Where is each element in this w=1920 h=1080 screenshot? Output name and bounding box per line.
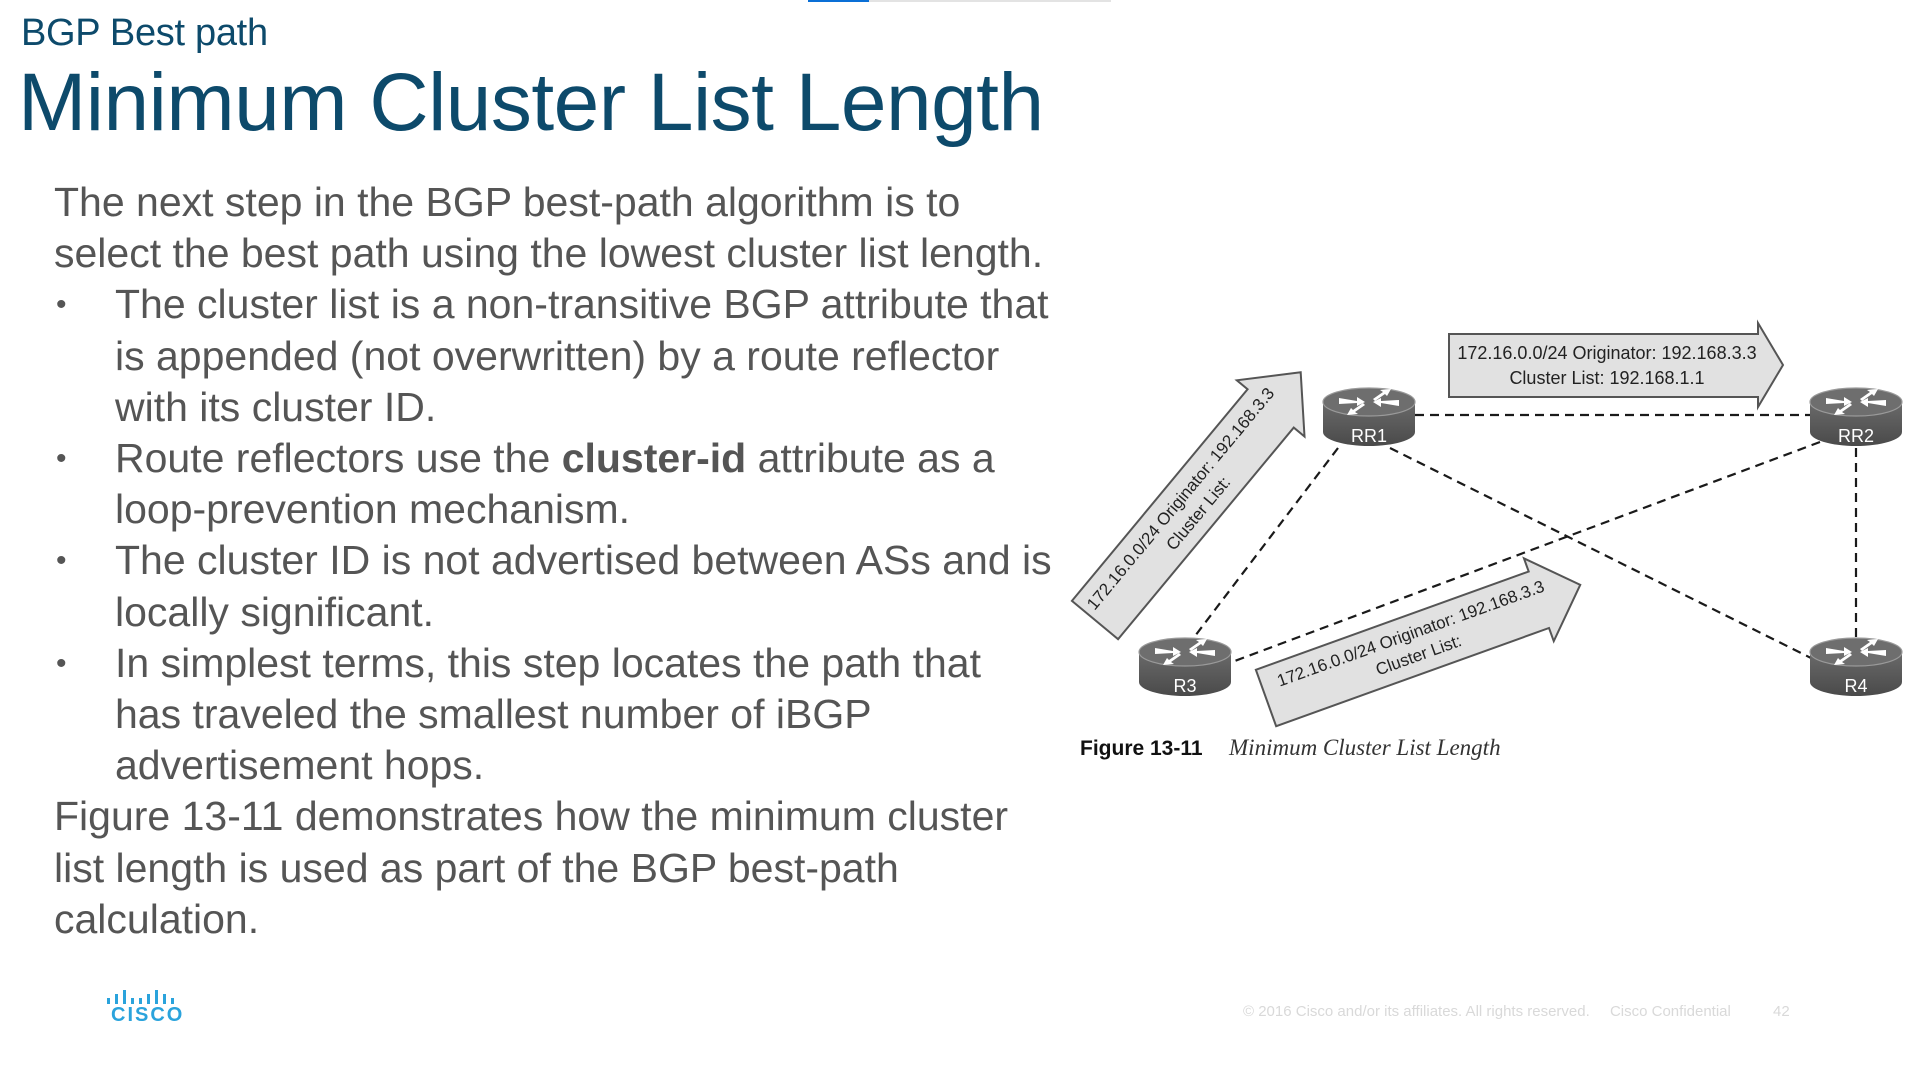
bullet-icon: • <box>56 288 67 322</box>
cisco-bars-icon <box>107 990 174 1004</box>
intro-paragraph: The next step in the BGP best-path algor… <box>54 179 1044 277</box>
arrow-text-line1: 172.16.0.0/24 Originator: 192.168.3.3 <box>1083 384 1278 614</box>
bullet-text: In simplest terms, this step locates the… <box>115 639 981 789</box>
router-r3: R3 <box>1138 637 1232 697</box>
slide-body: The next step in the BGP best-path algor… <box>54 177 1054 945</box>
figure-title: Minimum Cluster List Length <box>1229 735 1501 760</box>
router-r4: R4 <box>1809 637 1903 697</box>
advertisement-arrow-rr1-to-rr2: 172.16.0.0/24 Originator: 192.168.3.3 Cl… <box>1448 319 1785 411</box>
bullet-text: The cluster ID is not advertised between… <box>115 537 1052 635</box>
bullet-icon: • <box>56 646 67 680</box>
bullet-item: • Route reflectors use the cluster-id at… <box>54 433 1054 535</box>
bullet-item: • In simplest terms, this step locates t… <box>54 638 1054 792</box>
slide-footer: © 2016 Cisco and/or its affiliates. All … <box>1243 1003 1806 1020</box>
copyright-text: © 2016 Cisco and/or its affiliates. All … <box>1243 1003 1590 1020</box>
link-rr1-r4 <box>1389 447 1816 661</box>
router-label: RR1 <box>1351 426 1387 446</box>
bullet-item: • The cluster list is a non-transitive B… <box>54 279 1054 433</box>
arrow-text-line1: 172.16.0.0/24 Originator: 192.168.3.3 <box>1457 343 1756 363</box>
outro-paragraph: Figure 13-11 demonstrates how the minimu… <box>54 793 1009 942</box>
page-number: 42 <box>1773 1003 1790 1020</box>
bullet-list: • The cluster list is a non-transitive B… <box>54 279 1054 791</box>
router-rr1: RR1 <box>1322 387 1416 447</box>
figure-number: Figure 13-11 <box>1080 737 1203 760</box>
slide-progress-fill <box>808 0 869 2</box>
bullet-text-after: attribute as a loop-prevention mechanism… <box>115 435 995 533</box>
router-rr2: RR2 <box>1809 387 1903 447</box>
link-rr1-r3 <box>1191 447 1339 641</box>
bullet-text-before: Route reflectors use the <box>115 435 562 482</box>
bullet-icon: • <box>56 442 67 476</box>
bullet-text: The cluster list is a non-transitive BGP… <box>115 281 1049 430</box>
advertisement-arrow-r3-to-rr2: 172.16.0.0/24 Originator: 192.168.3.3 Cl… <box>1254 556 1582 728</box>
slide-title: Minimum Cluster List Length <box>18 57 1044 148</box>
slide-progress-bar <box>808 0 1111 2</box>
link-lines <box>1191 413 1858 664</box>
router-label: RR2 <box>1838 426 1874 446</box>
bullet-icon: • <box>56 544 67 578</box>
router-label: R4 <box>1844 676 1867 696</box>
cisco-wordmark: CISCO <box>111 1004 185 1026</box>
arrow-text-line2: Cluster List: 192.168.1.1 <box>1509 368 1704 388</box>
advertisement-arrow-r3-to-rr1: 172.16.0.0/24 Originator: 192.168.3.3 Cl… <box>1070 371 1306 641</box>
bullet-bold-term: cluster-id <box>561 435 747 482</box>
cisco-logo: CISCO <box>106 990 182 1028</box>
slide-subtitle: BGP Best path <box>21 12 268 54</box>
figure-caption: Figure 13-11 Minimum Cluster List Length <box>1080 735 1501 761</box>
confidential-label: Cisco Confidential <box>1609 1003 1731 1020</box>
router-label: R3 <box>1173 676 1196 696</box>
bullet-item: • The cluster ID is not advertised betwe… <box>54 535 1054 637</box>
